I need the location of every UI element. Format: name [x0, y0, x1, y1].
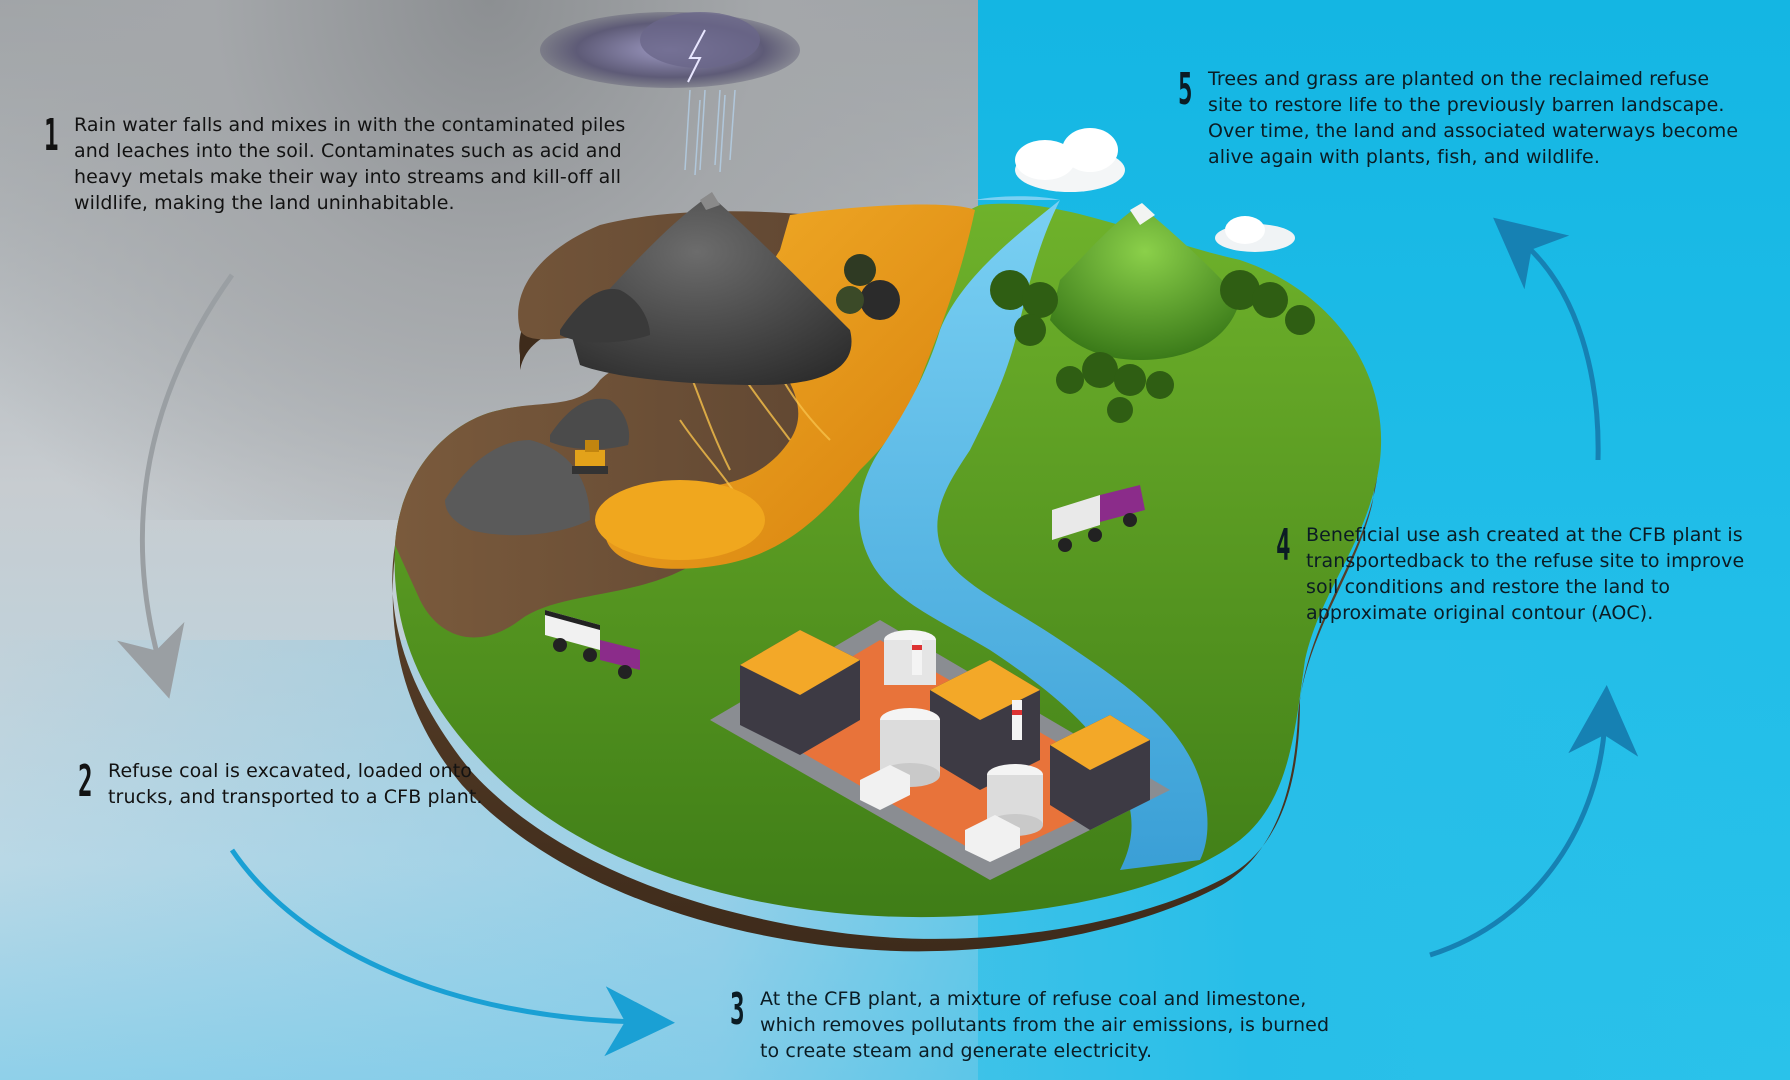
coal-pile-large	[445, 440, 590, 536]
step-1-number: 1	[44, 110, 59, 161]
bulldozer-icon	[572, 440, 608, 474]
step-3: 3 At the CFB plant, a mixture of refuse …	[730, 986, 1360, 1064]
dump-truck-icon	[545, 610, 640, 679]
coal-pile-small-1	[560, 289, 650, 343]
green-mountain	[1050, 205, 1240, 360]
step-1: 1 Rain water falls and mixes in with the…	[44, 112, 654, 216]
cloud-icon	[1015, 128, 1125, 192]
coal-pile-small-2	[550, 398, 630, 450]
step-1-text: Rain water falls and mixes in with the c…	[74, 114, 626, 214]
step-4-text: Beneficial use ash created at the CFB pl…	[1306, 524, 1745, 624]
step-5: 5 Trees and grass are planted on the rec…	[1178, 66, 1758, 170]
step-5-number: 5	[1178, 64, 1193, 115]
step-5-text: Trees and grass are planted on the recla…	[1208, 68, 1739, 168]
storm-cloud-icon	[540, 12, 800, 176]
arrow-3-to-4	[1429, 685, 1639, 958]
cloud-small-icon	[1215, 216, 1295, 252]
river	[859, 196, 1208, 870]
step-2-text: Refuse coal is excavated, loaded onto tr…	[108, 760, 483, 808]
step-2-number: 2	[78, 756, 93, 807]
step-4: 4 Beneficial use ash created at the CFB …	[1276, 522, 1776, 626]
step-3-number: 3	[730, 984, 745, 1035]
dump-truck-return-icon	[1052, 485, 1145, 552]
arrow-4-to-5	[1493, 217, 1601, 461]
power-plant-icon	[710, 620, 1170, 880]
step-2: 2 Refuse coal is excavated, loaded onto …	[78, 758, 498, 810]
step-4-number: 4	[1276, 520, 1291, 571]
arrow-2-to-3	[229, 848, 675, 1057]
forest	[990, 270, 1315, 423]
arrow-1-to-2	[116, 273, 235, 699]
step-3-text: At the CFB plant, a mixture of refuse co…	[760, 988, 1330, 1062]
